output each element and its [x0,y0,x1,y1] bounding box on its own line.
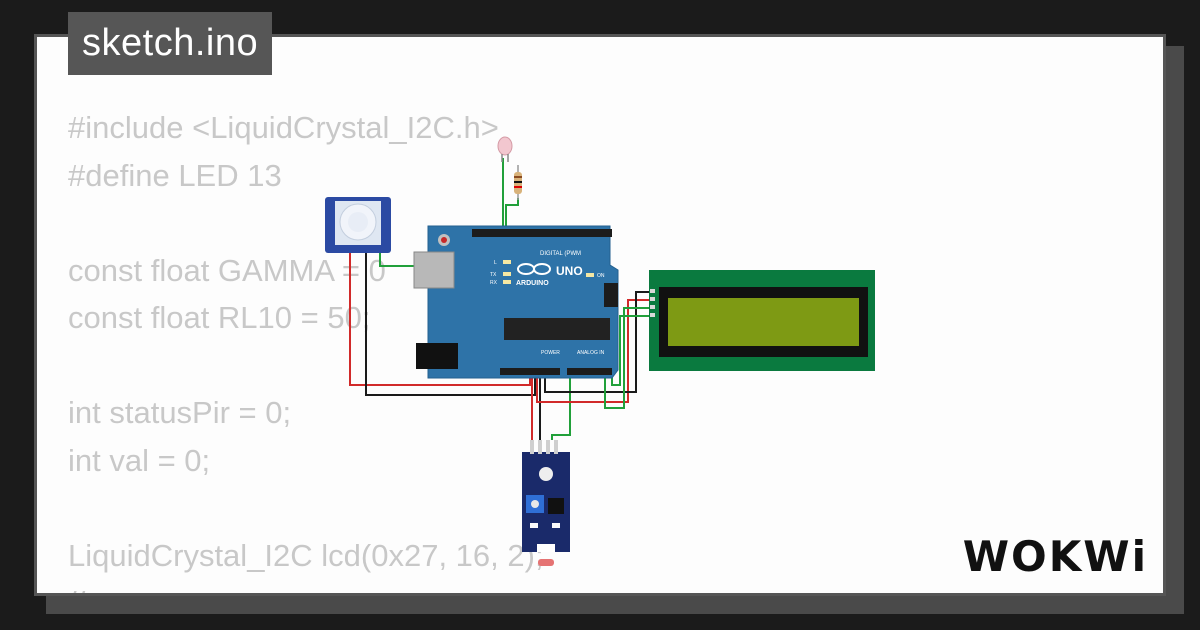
wire-green [604,307,652,409]
analog-label: ANALOG IN [577,350,605,356]
led-bulb [497,136,513,156]
power-led [552,523,560,528]
arduino-logo [517,263,551,275]
circuit-diagram: UNO ARDUINO DIGITAL (PWM POWER ANALOG IN… [325,136,875,566]
wire-black [544,291,652,393]
wire-green [551,372,571,440]
icsp-header [604,283,618,307]
file-tab[interactable]: sketch.ino [68,12,273,75]
code-line: const float RL10 = 50; [68,300,371,335]
board-brand: ARDUINO [516,280,549,287]
pir-sensor[interactable] [325,197,391,253]
ldr-sensor [538,559,554,566]
resistor[interactable] [514,165,522,200]
power-label: POWER [541,350,560,356]
wokwi-logo: WOKWi [962,532,1148,581]
resistor-band [514,176,522,178]
resistor-band [514,181,522,183]
led-tx [503,272,511,276]
led-on [586,273,594,277]
status-led [530,523,538,528]
led-label-rx: RX [490,280,498,286]
lcd-screen [668,298,859,346]
wire-green [505,198,519,240]
photoresistor-module[interactable] [522,440,570,566]
resistor-band [514,186,522,188]
code-line: #define LED 13 [68,157,282,193]
led-l [503,260,511,264]
led-rx [503,280,511,284]
code-line: int val = 0; [68,442,211,478]
power-header [500,368,560,375]
module-pins [530,440,558,454]
ldr-base [537,544,555,552]
analog-header [567,368,612,375]
led[interactable] [497,136,513,162]
board-name: UNO [556,264,583,278]
led-label-tx: TX [490,272,497,278]
code-line: // [68,585,85,593]
code-line: int statusPir = 0; [68,395,292,430]
digital-header [472,229,612,237]
mounting-hole [539,467,553,481]
digital-label: DIGITAL (PWM [540,251,581,257]
reset-button-core [441,237,447,243]
comparator-chip [548,498,564,514]
code-line: LiquidCrystal_I2C lcd(0x27, 16, 2); [68,537,544,573]
chip [504,318,610,340]
led-label-on: ON [597,273,605,279]
arduino-board[interactable]: UNO ARDUINO DIGITAL (PWM POWER ANALOG IN… [413,225,619,379]
potentiometer-knob [531,500,539,508]
wire-green [611,315,652,386]
wire-black [365,227,536,396]
power-jack [416,343,458,369]
pir-lens-inner [348,212,368,232]
lcd-display[interactable] [649,270,875,371]
usb-port [413,251,455,289]
code-line: const float GAMMA = 0 [68,252,386,288]
code-editor[interactable]: #include <LiquidCrystal_I2C.h> #define L… [68,104,544,593]
led-label-l: L [494,260,497,266]
lcd-pins [650,289,655,317]
code-line: #include <LiquidCrystal_I2C.h> [68,110,499,145]
editor-card: #include <LiquidCrystal_I2C.h> #define L… [34,34,1166,596]
